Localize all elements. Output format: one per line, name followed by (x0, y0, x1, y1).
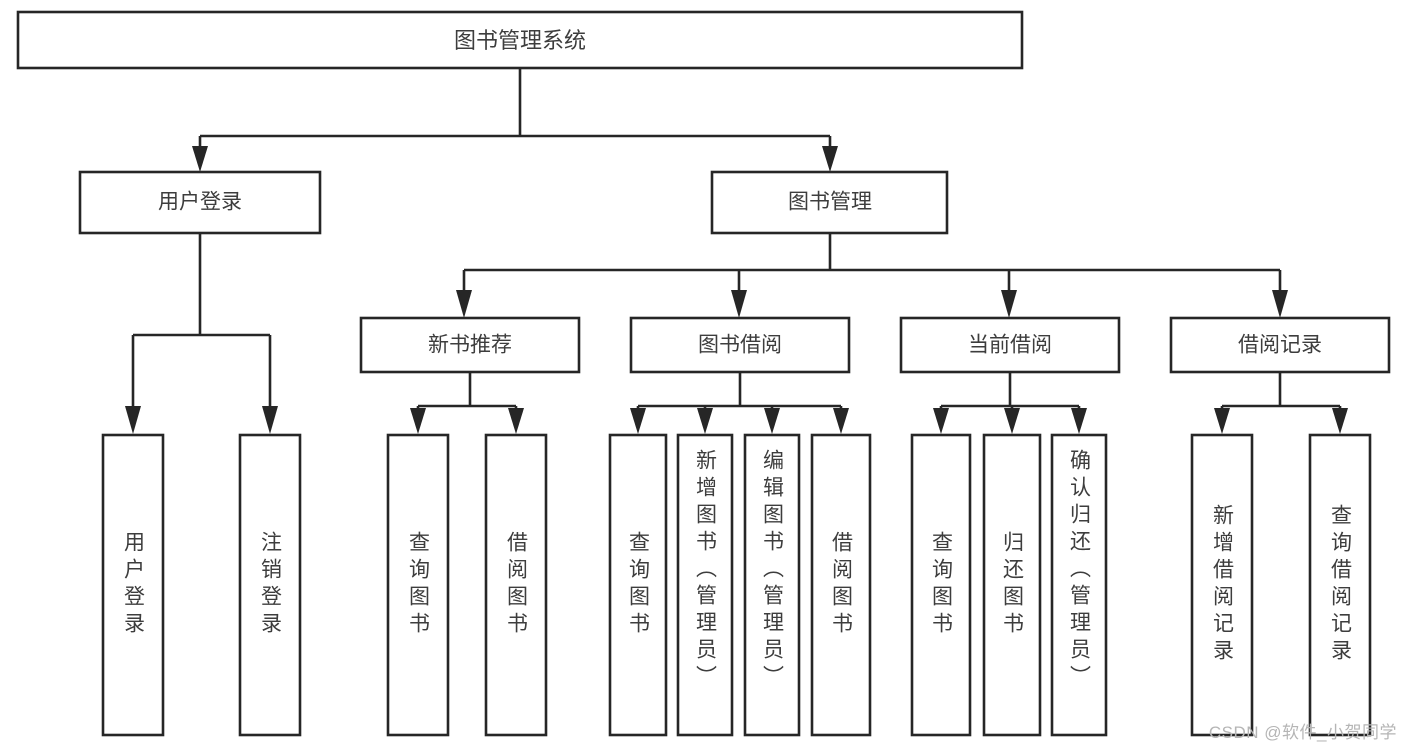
node-user-login-label: 用户登录 (158, 191, 242, 214)
arrow-add-borrow-record (1214, 408, 1230, 434)
node-query-borrow-record-box[interactable] (1308, 433, 1372, 737)
node-return-book-box[interactable] (982, 433, 1042, 737)
arrow-query-book-2 (630, 408, 646, 434)
node-book-borrow-label: 图书借阅 (698, 334, 782, 357)
node-borrow-records[interactable]: 借阅记录 (1169, 316, 1391, 374)
connectors-user-login-to-leaves (125, 233, 278, 434)
connectors-book-management-to-level3 (456, 233, 1288, 318)
node-add-borrow-record-box[interactable] (1190, 433, 1254, 737)
connectors-book-borrow-to-leaves (630, 372, 849, 434)
node-borrow-records-label: 借阅记录 (1238, 334, 1322, 357)
arrow-book-borrow (731, 290, 747, 318)
node-root-label: 图书管理系统 (454, 28, 586, 53)
arrow-current-borrow (1001, 290, 1017, 318)
arrow-book-management (822, 146, 838, 172)
arrow-return-book (1004, 408, 1020, 434)
node-current-borrow[interactable]: 当前借阅 (899, 316, 1121, 374)
connectors-root-to-level2 (192, 68, 838, 172)
node-new-book-recommend-label: 新书推荐 (428, 334, 512, 357)
node-book-management-label: 图书管理 (788, 191, 872, 214)
node-add-book-admin-box[interactable] (676, 433, 734, 737)
node-user-login-do-box[interactable] (101, 433, 165, 737)
arrow-confirm-return-admin (1071, 408, 1087, 434)
arrow-edit-book-admin (764, 408, 780, 434)
node-book-management[interactable]: 图书管理 (710, 170, 949, 235)
node-current-borrow-label: 当前借阅 (968, 334, 1052, 357)
node-book-borrow[interactable]: 图书借阅 (629, 316, 851, 374)
arrow-borrow-book-2 (833, 408, 849, 434)
node-new-book-recommend[interactable]: 新书推荐 (359, 316, 581, 374)
arrow-user-login-do (125, 406, 141, 434)
connectors-new-book-recommend-to-leaves (410, 372, 524, 434)
connectors-borrow-records-to-leaves (1214, 372, 1348, 434)
csdn-watermark: CSDN @软件_小贺同学 (1208, 723, 1397, 742)
node-confirm-return-admin-box[interactable] (1050, 433, 1108, 737)
arrow-query-borrow-record (1332, 408, 1348, 434)
node-edit-book-admin-box[interactable] (743, 433, 801, 737)
arrow-add-book-admin (697, 408, 713, 434)
arrow-user-logout (262, 406, 278, 434)
node-borrow-records-box[interactable] (1169, 316, 1391, 374)
node-book-management-box[interactable] (710, 170, 949, 235)
node-borrow-book-2-box[interactable] (810, 433, 872, 737)
node-borrow-book-1-box[interactable] (484, 433, 548, 737)
node-query-book-3-box[interactable] (910, 433, 972, 737)
arrow-borrow-book-1 (508, 408, 524, 434)
arrow-user-login (192, 146, 208, 172)
node-user-logout-box[interactable] (238, 433, 302, 737)
arrow-new-book-recommend (456, 290, 472, 318)
arrow-query-book-3 (933, 408, 949, 434)
node-root-box[interactable] (16, 10, 1024, 70)
node-user-login[interactable]: 用户登录 (78, 170, 322, 235)
node-current-borrow-box[interactable] (899, 316, 1121, 374)
node-query-book-1-box[interactable] (386, 433, 450, 737)
arrow-borrow-records (1272, 290, 1288, 318)
node-new-book-recommend-box[interactable] (359, 316, 581, 374)
node-query-book-2-box[interactable] (608, 433, 668, 737)
arrow-query-book-1 (410, 408, 426, 434)
node-book-borrow-box[interactable] (629, 316, 851, 374)
node-root[interactable]: 图书管理系统 (16, 10, 1024, 70)
connectors-current-borrow-to-leaves (933, 372, 1087, 434)
node-user-login-box[interactable] (78, 170, 322, 235)
